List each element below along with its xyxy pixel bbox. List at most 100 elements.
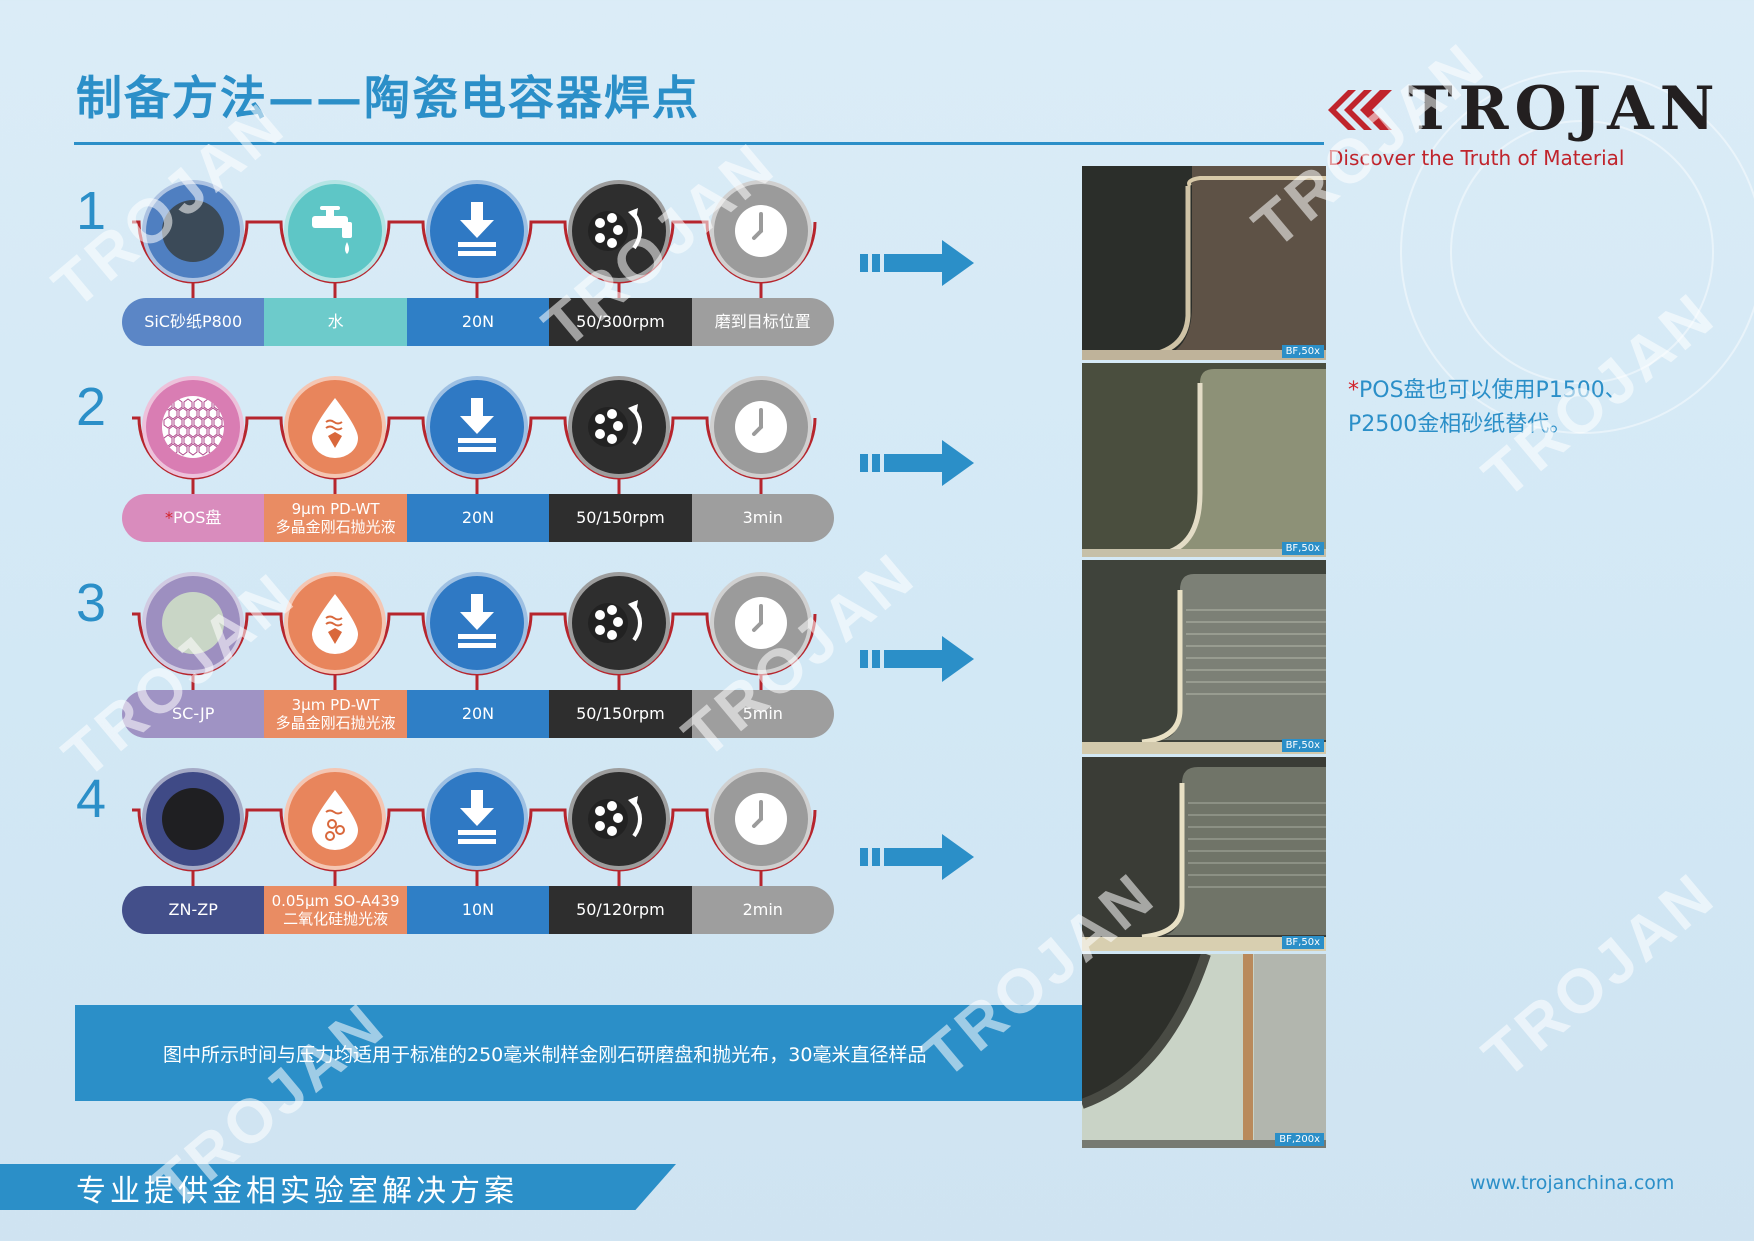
parameter-cell: 5min — [691, 690, 834, 738]
footer-slogan: 专业提供金相实验室解决方案 — [76, 1174, 518, 1209]
footnote-star: * — [164, 508, 173, 527]
rotation-icon — [568, 180, 670, 282]
parameter-cell: 2min — [691, 886, 834, 934]
arrow-right-icon — [860, 834, 974, 880]
clock-icon — [710, 180, 812, 282]
parameter-bar: SiC砂纸P800 水 20N 50/300rpm 磨到目标位置 — [122, 298, 834, 346]
parameter-line-1: *POS盘 — [165, 509, 221, 527]
parameter-cell: 20N — [406, 690, 550, 738]
parameter-cell: 50/120rpm — [549, 886, 692, 934]
parameter-cell: 3min — [691, 494, 834, 542]
parameter-line-1: 9μm PD-WT — [291, 500, 380, 518]
footer-url: www.trojanchina.com — [1470, 1172, 1675, 1194]
clock-icon — [710, 768, 812, 870]
clock-icon — [710, 572, 812, 674]
silica-suspension-icon — [284, 768, 386, 870]
diamond-suspension-icon — [284, 572, 386, 674]
title-underline — [74, 142, 1324, 145]
parameter-cell: 磨到目标位置 — [691, 298, 834, 346]
parameter-cell: 20N — [406, 298, 550, 346]
side-note-line-2: P2500金相砂纸替代。 — [1348, 412, 1572, 437]
parameter-line-1: 3min — [742, 508, 783, 527]
parameter-line-1: SiC砂纸P800 — [144, 312, 243, 331]
parameter-line-1: 50/150rpm — [576, 508, 665, 527]
force-down-icon — [426, 180, 528, 282]
micrograph-step-1: BF,50x — [1082, 166, 1326, 360]
force-down-icon — [426, 376, 528, 478]
parameter-line-1: 20N — [461, 312, 495, 331]
parameter-line-1: 3μm PD-WT — [291, 696, 380, 714]
side-note: *POS盘也可以使用P1500、 P2500金相砂纸替代。 — [1348, 374, 1678, 442]
parameter-cell: 50/300rpm — [549, 298, 692, 346]
parameter-cell: SC-JP — [122, 690, 265, 738]
arrow-right-icon — [860, 636, 974, 682]
page-title: 制备方法——陶瓷电容器焊点 — [76, 71, 700, 125]
rotation-icon — [568, 572, 670, 674]
trojan-chevron-icon — [1328, 90, 1392, 130]
parameter-line-1: 5min — [742, 704, 783, 723]
parameter-text: POS盘 — [172, 508, 222, 527]
water-tap-icon — [284, 180, 386, 282]
force-down-icon — [426, 768, 528, 870]
step-number: 2 — [76, 377, 107, 437]
watermark: TROJAN — [1470, 859, 1729, 1092]
side-note-line-1: POS盘也可以使用P1500、 — [1359, 378, 1627, 403]
sc-jp-disc-icon — [142, 572, 244, 674]
arrow-right-icon — [860, 440, 974, 486]
micrograph-step-5: BF,200x — [1082, 954, 1326, 1148]
note-text: 图中所示时间与压力均适用于标准的250毫米制样金刚石研磨盘和抛光布，30毫米直径… — [163, 1043, 927, 1066]
footer-band — [0, 1164, 676, 1210]
parameter-cell: ZN-ZP — [122, 886, 265, 934]
micrograph-step-3: BF,50x — [1082, 560, 1326, 754]
parameter-line-2: 多晶金刚石抛光液 — [275, 518, 396, 536]
step-number: 1 — [76, 181, 107, 241]
parameter-cell: 水 — [264, 298, 407, 346]
zn-zp-disc-icon — [142, 768, 244, 870]
parameter-line-1: SC-JP — [172, 704, 215, 723]
side-note-star: * — [1348, 378, 1359, 403]
parameter-line-1: 0.05μm SO-A439 — [271, 892, 400, 910]
parameter-cell: SiC砂纸P800 — [122, 298, 265, 346]
parameter-line-1: 50/150rpm — [576, 704, 665, 723]
force-down-icon — [426, 572, 528, 674]
parameter-line-1: 2min — [742, 900, 783, 919]
rotation-icon — [568, 376, 670, 478]
parameter-line-1: 10N — [461, 900, 495, 919]
magnification-tag: BF,50x — [1281, 936, 1324, 949]
parameter-line-1: 20N — [461, 508, 495, 527]
background-ring — [1450, 120, 1714, 384]
magnification-tag: BF,50x — [1281, 542, 1324, 555]
diamond-suspension-icon — [284, 376, 386, 478]
step-number: 3 — [76, 573, 107, 633]
trojan-logo: TROJAN Discover the Truth of Material — [1326, 74, 1715, 178]
parameter-line-2: 二氧化硅抛光液 — [283, 910, 389, 928]
parameter-line-1: 50/120rpm — [576, 900, 665, 919]
parameter-cell: 50/150rpm — [549, 690, 692, 738]
magnification-tag: BF,50x — [1281, 345, 1324, 358]
magnification-tag: BF,200x — [1275, 1133, 1324, 1146]
note-bar: 图中所示时间与压力均适用于标准的250毫米制样金刚石研磨盘和抛光布，30毫米直径… — [75, 1005, 1083, 1101]
parameter-line-1: 50/300rpm — [576, 312, 665, 331]
micrograph-step-2: BF,50x — [1082, 363, 1326, 557]
parameter-cell: 20N — [406, 494, 550, 542]
parameter-line-1: 磨到目标位置 — [714, 312, 811, 331]
micrograph-column: BF,50x BF,50x BF,50x — [1082, 166, 1326, 1152]
parameter-line-2: 多晶金刚石抛光液 — [275, 714, 396, 732]
logo-wordmark: TROJAN — [1408, 74, 1721, 144]
background-ring — [1400, 70, 1754, 434]
rotation-icon — [568, 768, 670, 870]
magnification-tag: BF,50x — [1281, 739, 1324, 752]
logo-slogan: Discover the Truth of Material — [1328, 146, 1625, 170]
arrow-right-icon — [860, 240, 974, 286]
step-number: 4 — [76, 769, 107, 829]
parameter-line-1: ZN-ZP — [168, 900, 218, 919]
parameter-cell: 50/150rpm — [549, 494, 692, 542]
